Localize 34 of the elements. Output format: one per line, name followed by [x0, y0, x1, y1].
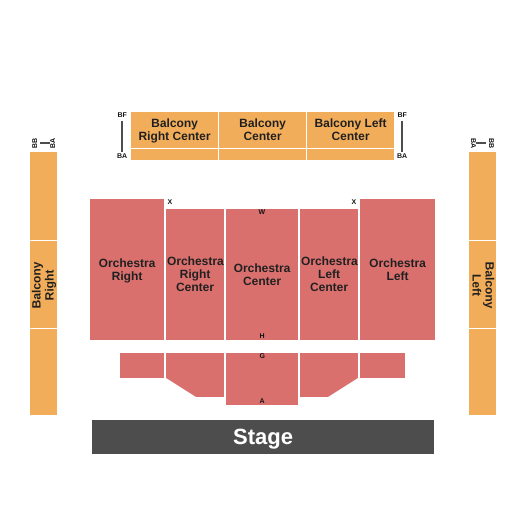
- seating-section: [469, 329, 496, 415]
- stage-label: Stage: [233, 425, 293, 449]
- section-label: Balcony Right: [30, 261, 56, 308]
- seating-section: [166, 353, 224, 397]
- seating-section: [30, 152, 57, 240]
- seating-section: [300, 353, 358, 397]
- section-label: Orchestra Left Center: [301, 255, 357, 294]
- section-label: Orchestra Center: [232, 262, 292, 288]
- seating-section: [166, 209, 224, 340]
- section-label: Orchestra Right Center: [167, 255, 223, 294]
- seating-section: [307, 149, 394, 160]
- section-label: Balcony Left Center: [313, 117, 388, 143]
- seating-section: [219, 112, 306, 148]
- section-label: Balcony Center: [238, 117, 287, 143]
- seating-section: [90, 199, 164, 340]
- section-label: Orchestra Left: [368, 256, 427, 282]
- seating-section: [360, 199, 435, 340]
- seating-section: [131, 149, 218, 160]
- seating-section: [469, 152, 496, 240]
- seating-section: [300, 209, 358, 340]
- seating-section: [219, 149, 306, 160]
- seating-section: [469, 241, 496, 328]
- section-label: Orchestra Right: [98, 256, 156, 282]
- seating-section: [307, 112, 394, 148]
- section-label: Balcony Left: [470, 261, 496, 308]
- seating-section: [30, 329, 57, 415]
- seating-section: [120, 353, 164, 378]
- seating-section: [226, 209, 298, 340]
- seating-section: [226, 353, 298, 405]
- seating-section: [131, 112, 218, 148]
- seating-section: [30, 241, 57, 328]
- stage: [92, 420, 434, 454]
- section-label: Balcony Right Center: [138, 117, 212, 143]
- seating-section: [360, 353, 405, 378]
